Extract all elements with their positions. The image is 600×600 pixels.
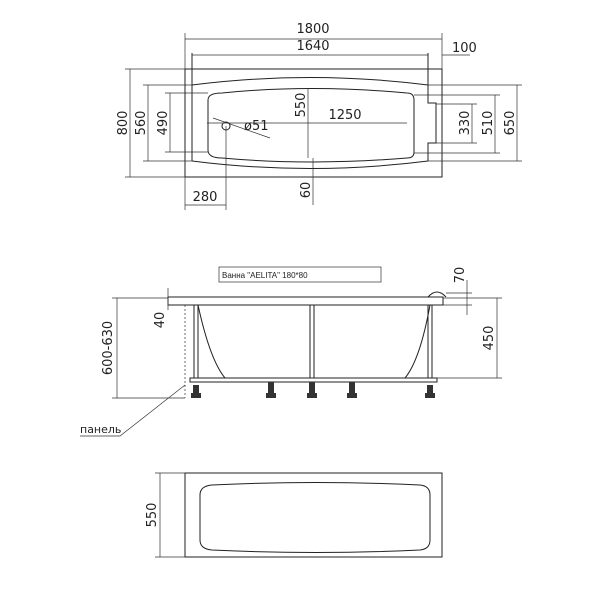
panel-dim-lines bbox=[155, 472, 185, 558]
dim-drain-diameter: ø51 bbox=[244, 119, 269, 134]
tub-rim-side bbox=[167, 296, 444, 306]
dim-40: 40 bbox=[153, 312, 168, 329]
leg bbox=[309, 304, 315, 379]
headrest bbox=[427, 291, 447, 298]
dim-lines-length bbox=[184, 33, 470, 69]
panel-label: панель bbox=[80, 423, 121, 436]
rim-curve bbox=[191, 77, 429, 169]
tub-outline-top bbox=[184, 68, 443, 178]
legs bbox=[191, 304, 435, 398]
bowl-outline bbox=[207, 88, 415, 163]
dim-1250: 1250 bbox=[328, 108, 361, 123]
dim-510: 510 bbox=[481, 111, 496, 136]
feet bbox=[191, 382, 435, 398]
dim-330: 330 bbox=[458, 111, 473, 136]
dim-450: 450 bbox=[482, 326, 497, 351]
dim-lines-inner bbox=[184, 88, 407, 210]
dim-560: 560 bbox=[134, 111, 149, 136]
dim-1800: 1800 bbox=[296, 22, 329, 37]
side-view: Ванна "AELITA" 180*80 600-630 40 70 450 … bbox=[80, 266, 502, 437]
dim-550-top: 550 bbox=[294, 93, 309, 118]
leg bbox=[193, 304, 199, 379]
top-view: 1800 1640 100 800 560 490 550 1250 ø51 2… bbox=[116, 22, 522, 210]
frame-bar bbox=[189, 377, 438, 383]
dim-lines-width-left bbox=[125, 68, 208, 178]
dim-70: 70 bbox=[453, 267, 468, 284]
title-box bbox=[218, 266, 382, 283]
dim-280: 280 bbox=[193, 190, 218, 205]
dim-600-630: 600-630 bbox=[101, 321, 116, 375]
dim-800: 800 bbox=[116, 111, 131, 136]
dim-490: 490 bbox=[156, 111, 171, 136]
panel-leader bbox=[80, 384, 186, 437]
panel-outline bbox=[184, 472, 443, 558]
panel-inner-shape bbox=[199, 482, 431, 553]
dim-1640: 1640 bbox=[296, 39, 329, 54]
dim-lines-right bbox=[414, 84, 522, 162]
dim-100: 100 bbox=[452, 41, 477, 56]
dim-550-panel: 550 bbox=[145, 503, 160, 528]
dim-650: 650 bbox=[503, 111, 518, 136]
dim-60: 60 bbox=[299, 182, 314, 199]
title-label: Ванна "AELITA" 180*80 bbox=[222, 271, 308, 280]
side-dim-lines bbox=[112, 280, 502, 399]
front-panel-view: 550 bbox=[145, 472, 443, 558]
leg bbox=[427, 304, 433, 379]
